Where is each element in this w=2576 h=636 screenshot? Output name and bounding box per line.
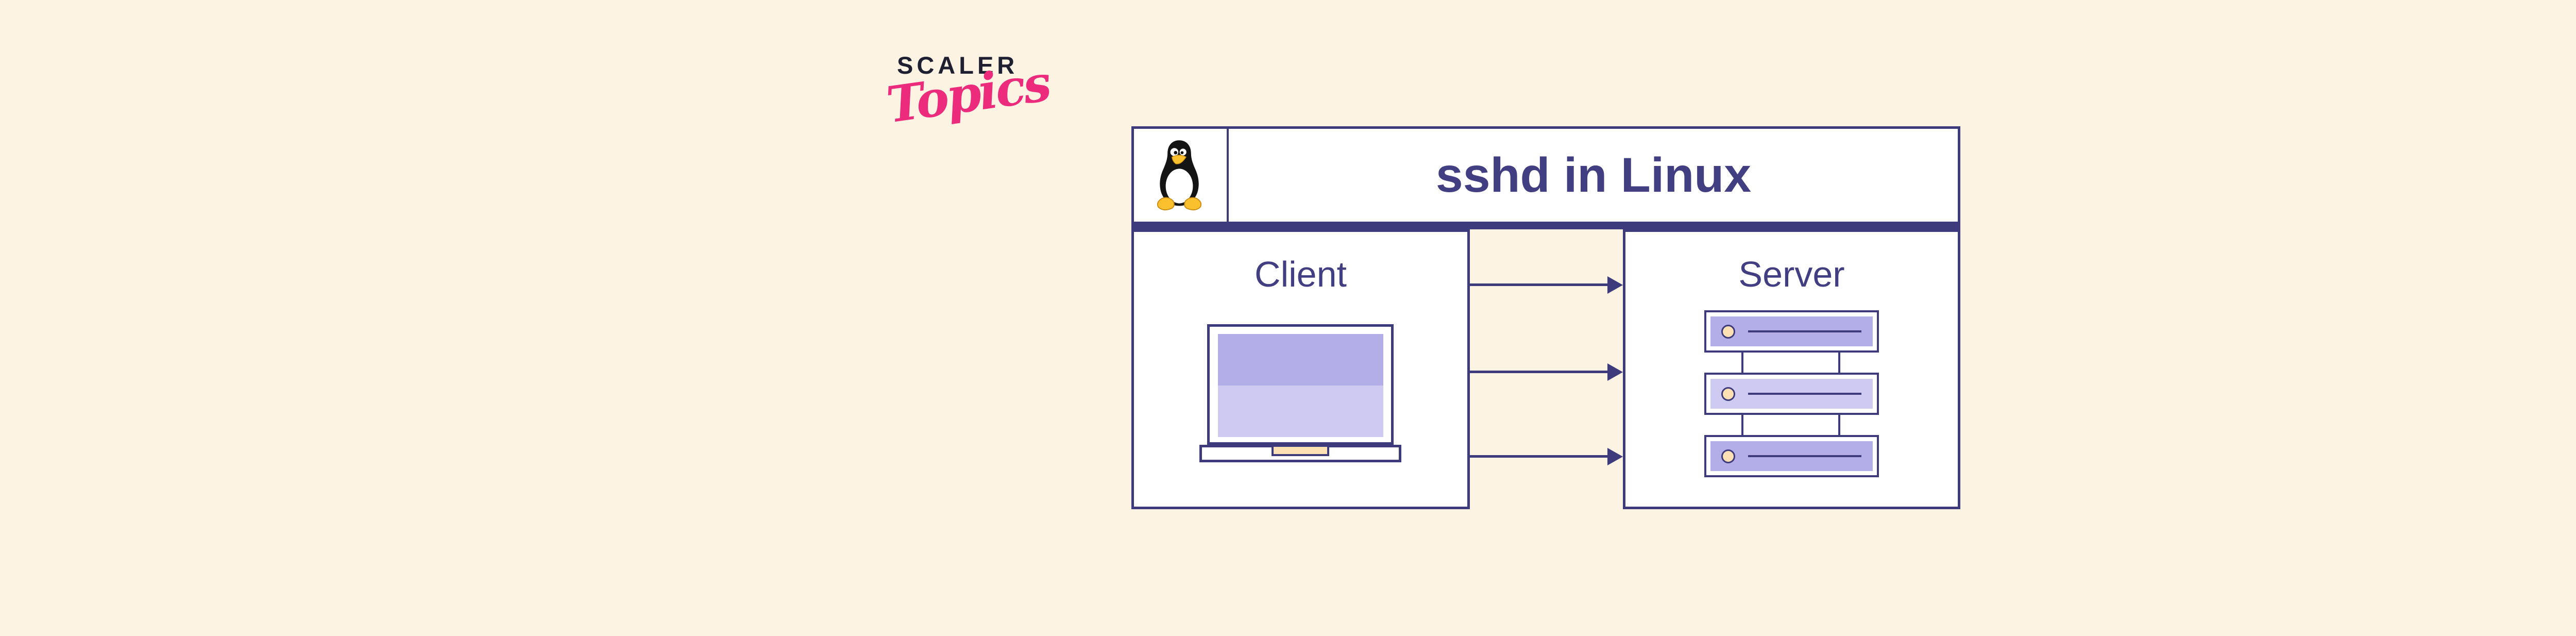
led-indicator-icon — [1721, 325, 1735, 339]
diagram-header — [1131, 126, 1960, 229]
diagram-title: sshd in Linux — [1435, 147, 1752, 203]
rack-connector — [1838, 350, 1840, 374]
server-label: Server — [1738, 254, 1845, 294]
led-indicator-icon — [1721, 449, 1735, 463]
tux-linux-icon — [1157, 140, 1201, 211]
arrow-head-icon — [1607, 276, 1623, 294]
led-indicator-icon — [1721, 387, 1735, 401]
arrow-shaft — [1470, 455, 1609, 458]
arrow-head-icon — [1607, 448, 1623, 465]
laptop-screen-bottom — [1218, 386, 1383, 437]
rack-connector — [1741, 350, 1743, 374]
laptop-screen-top — [1218, 334, 1383, 386]
header-divider — [1227, 129, 1229, 222]
server-slot-line — [1748, 330, 1861, 332]
laptop-trackpad — [1272, 445, 1329, 456]
arrow-head-icon — [1607, 363, 1623, 381]
logo-brand-text: SCALER — [897, 52, 1019, 79]
arrow-shaft — [1470, 283, 1609, 286]
rack-connector — [1741, 413, 1743, 436]
header-icon-cell — [1131, 129, 1227, 222]
laptop-illustration — [1207, 324, 1394, 445]
server-slot-line — [1748, 393, 1861, 395]
server-slot-line — [1748, 455, 1861, 457]
rack-connector — [1838, 413, 1840, 436]
title-cell: sshd in Linux — [1229, 129, 1958, 222]
client-label: Client — [1255, 254, 1347, 294]
arrow-shaft — [1470, 371, 1609, 373]
